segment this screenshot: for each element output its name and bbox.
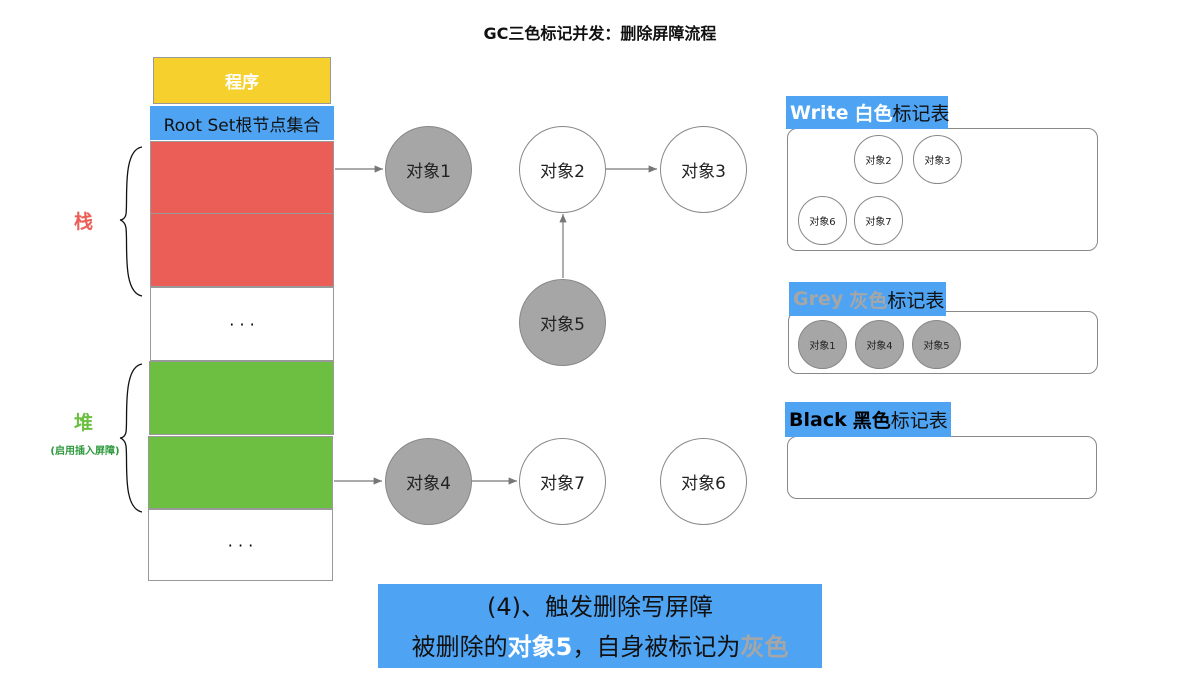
object-1: 对象1	[385, 126, 472, 213]
black-table-title: Black 黑色标记表	[785, 402, 951, 437]
title-rest: 标记表	[892, 103, 950, 125]
title-color: 黑色	[852, 410, 891, 432]
object-6: 对象6	[660, 438, 747, 525]
stack-ellipsis-slot: · · ·	[150, 287, 334, 361]
diagram-title: GC三色标记并发：删除屏障流程	[483, 24, 717, 43]
object-4: 对象4	[385, 438, 472, 525]
caption-highlight-grey: 灰色	[740, 633, 789, 661]
title-rest: 标记表	[890, 410, 948, 432]
white-item: 对象7	[854, 196, 903, 245]
heap-label: 堆	[74, 412, 94, 434]
title-color: 灰色	[849, 289, 888, 312]
grey-table-title: Grey 灰色标记表	[789, 282, 946, 316]
object-7: 对象7	[519, 438, 606, 525]
black-mark-table	[787, 436, 1097, 499]
caption-box: (4)、触发删除写屏障 被删除的对象5，自身被标记为灰色	[378, 584, 822, 668]
heap-brace	[119, 363, 143, 513]
program-box: 程序	[153, 57, 331, 104]
heap-slot	[149, 361, 334, 435]
white-item: 对象3	[913, 135, 962, 184]
grey-item: 对象5	[912, 320, 961, 369]
caption-line2: 被删除的对象5，自身被标记为灰色	[378, 627, 822, 667]
heap-slot	[148, 436, 333, 509]
heap-ellipsis-slot: · · ·	[148, 509, 333, 581]
title-en: Black	[789, 408, 847, 431]
stack-brace	[119, 146, 143, 297]
root-set-box: Root Set根节点集合	[150, 106, 334, 140]
grey-item: 对象1	[798, 320, 847, 369]
stack-slot	[150, 213, 334, 287]
stack-label: 栈	[74, 211, 94, 233]
white-item: 对象6	[798, 196, 847, 245]
caption-highlight-object: 对象5	[507, 633, 573, 661]
object-5: 对象5	[519, 279, 606, 366]
white-item: 对象2	[854, 135, 903, 184]
title-en: Write	[790, 101, 849, 124]
caption-line1: (4)、触发删除写屏障	[487, 593, 713, 621]
object-3: 对象3	[660, 126, 747, 213]
object-2: 对象2	[519, 126, 606, 213]
title-rest: 标记表	[887, 289, 945, 312]
white-table-title: Write 白色标记表	[786, 96, 950, 129]
stack-slot	[150, 141, 334, 214]
heap-note: (启用插入屏障)	[50, 446, 120, 457]
title-color: 白色	[854, 103, 893, 125]
grey-item: 对象4	[855, 320, 904, 369]
caption-text: ，自身被标记为	[572, 633, 741, 661]
caption-text: 被删除的	[411, 633, 508, 661]
title-en: Grey	[793, 288, 844, 310]
